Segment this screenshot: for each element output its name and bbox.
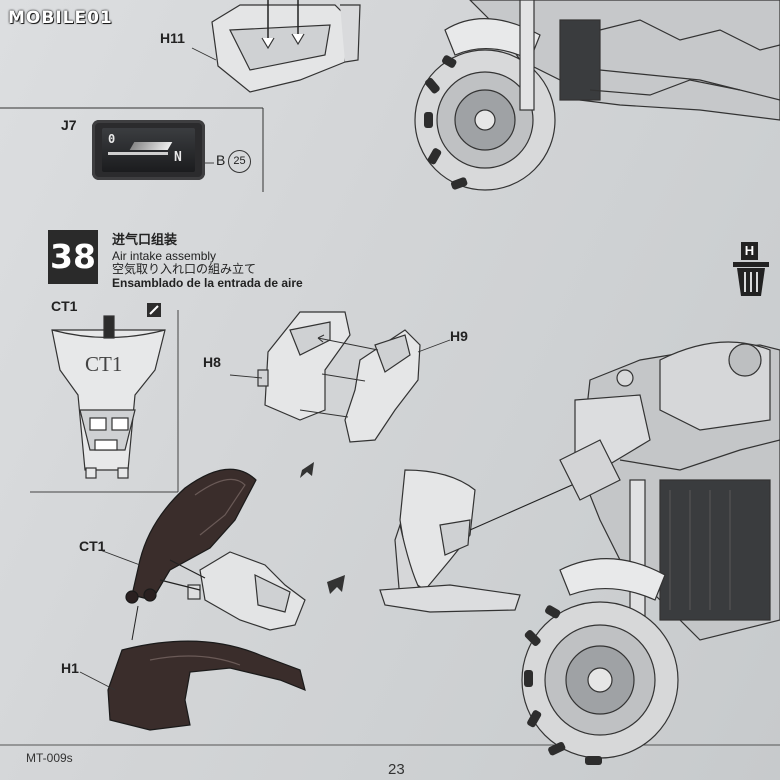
- leader-lines: [79, 47, 451, 691]
- dash-display-part: 0 N: [92, 120, 205, 180]
- site-logo: MOBILE01: [8, 8, 113, 28]
- part-label-h11: H11: [160, 30, 185, 46]
- h-parts-tree-icon: H: [741, 242, 758, 260]
- direction-arrow-icon: [300, 462, 314, 478]
- part-h11-drawing: [211, 0, 361, 93]
- part-label-h8: H8: [203, 354, 221, 370]
- assembly-arrows: [131, 605, 139, 641]
- direction-arrow-icon: [327, 575, 345, 594]
- part-ct1-drawing: [51, 315, 166, 479]
- dash-speed-readout: 0: [108, 132, 116, 146]
- step-title-en: Air intake assembly: [112, 249, 217, 263]
- part-h1-drawing: [107, 640, 306, 731]
- motorcycle-top-drawing: [414, 0, 780, 191]
- page-number: 23: [388, 761, 405, 778]
- motorcycle-main-drawing: [521, 341, 780, 765]
- step-title-ja: 空気取り入れ口の組み立て: [112, 262, 257, 276]
- part-label-h1: H1: [61, 660, 79, 676]
- step-title-zh: 进气口组装: [112, 232, 178, 247]
- parts-h8-h9-drawing: [257, 311, 421, 443]
- paint-marker-icon: [147, 303, 161, 317]
- dash-display-screen: 0 N: [102, 128, 195, 172]
- part-ref-b: B: [216, 152, 226, 168]
- dash-tach-bar: [108, 152, 168, 155]
- dash-tach-sweep: [129, 142, 173, 150]
- part-label-j7: J7: [61, 117, 77, 133]
- part-label-h9: H9: [450, 328, 468, 344]
- part-label-ct1-assembly: CT1: [79, 538, 106, 554]
- headlight-housing-drawing: [159, 551, 306, 631]
- part-label-ct1: CT1: [51, 298, 78, 314]
- part-ref-b-number: 25: [228, 150, 251, 173]
- step-title-es: Ensamblado de la entrada de aire: [112, 276, 303, 290]
- ct1-engraved-text: CT1: [85, 352, 123, 376]
- step-number: 38: [48, 230, 98, 284]
- part-ct1-dark-drawing: [125, 468, 257, 604]
- cowl-assembly-drawing: [379, 469, 521, 613]
- manual-code: MT-009s: [26, 751, 73, 765]
- trash-bin-icon: [733, 262, 769, 296]
- assembly-arrows: [299, 334, 379, 418]
- dash-gear-readout: N: [174, 150, 182, 165]
